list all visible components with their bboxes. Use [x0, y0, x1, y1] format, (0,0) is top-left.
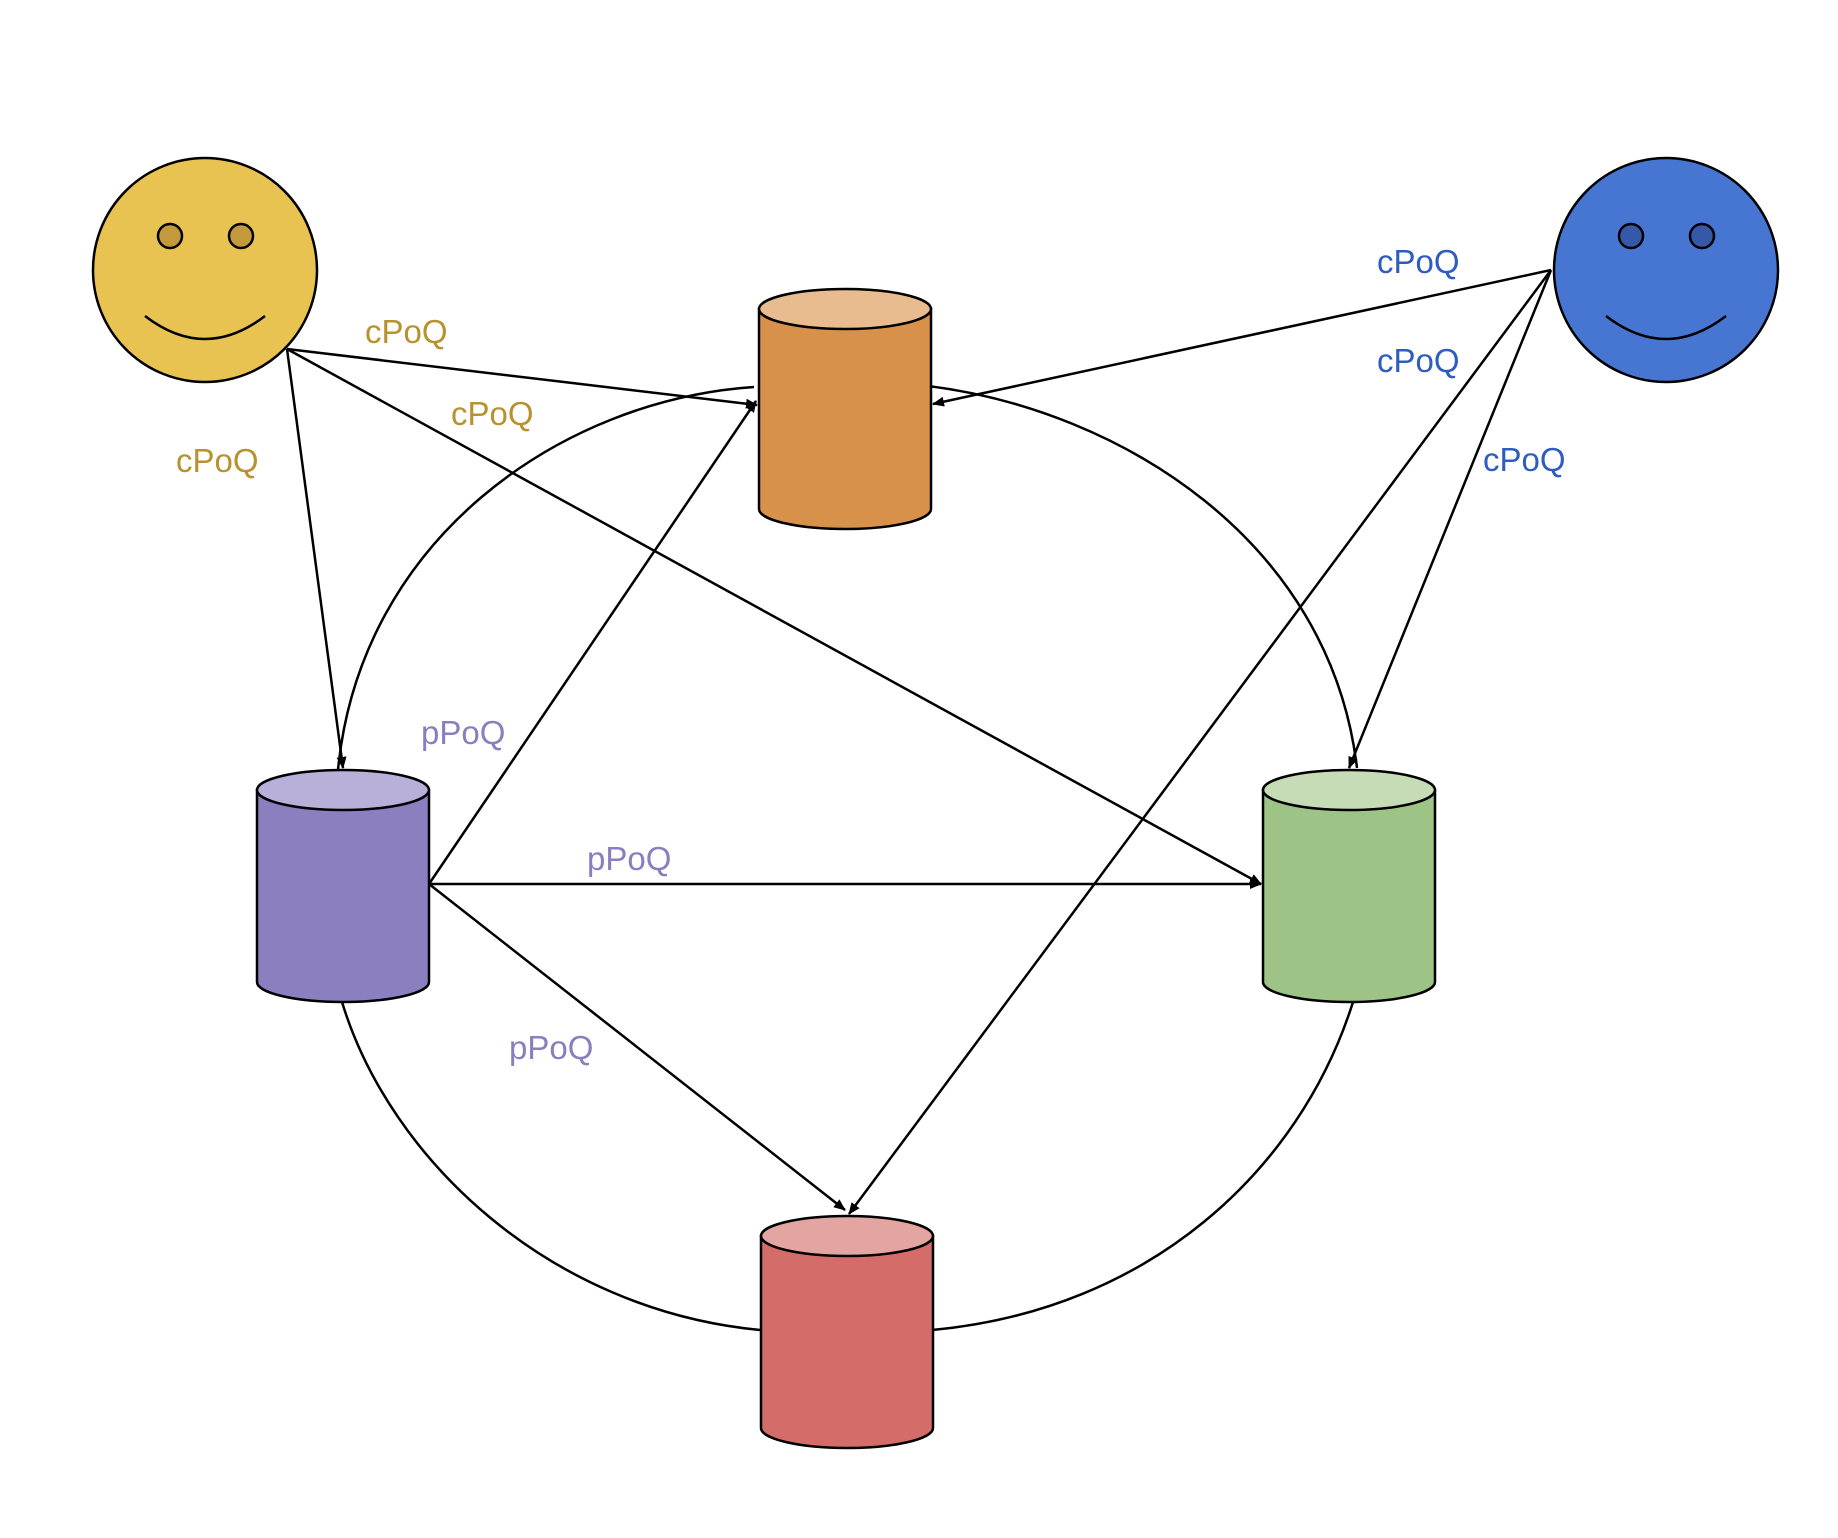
database-cylinder-icon [1261, 768, 1437, 1004]
label-client-b-to-db-bottom: cPoQ [1377, 342, 1460, 379]
label-db-left-to-db-right: pPoQ [587, 840, 671, 877]
label-client-a-to-db-left: cPoQ [176, 442, 259, 479]
edge-client-a-to-db-top[interactable] [286, 347, 758, 409]
client-b-face [1552, 156, 1780, 384]
db-left-body [255, 788, 431, 1004]
ring-arc-left-bottom [340, 1001, 761, 1332]
db-top-cap [757, 287, 933, 331]
edge-db-left-to-db-bottom[interactable] [428, 883, 846, 1211]
edge-client-b-to-db-right[interactable] [1347, 269, 1553, 769]
db-left-cap [255, 768, 431, 812]
client-a[interactable] [91, 156, 319, 384]
smiley-face-icon [91, 156, 319, 384]
label-client-b-to-db-right: cPoQ [1483, 441, 1566, 478]
database-right[interactable] [1261, 768, 1437, 1004]
edge-db-left-to-db-top[interactable] [427, 400, 758, 885]
client-a-smile [144, 315, 266, 341]
database-bottom[interactable] [759, 1214, 935, 1450]
db-bottom-body [759, 1234, 935, 1450]
edge-labels: cPoQ cPoQ cPoQ cPoQ cPoQ cPoQ pPoQ pPoQ … [176, 243, 1566, 1066]
ring-arc-right-bottom [931, 1001, 1355, 1332]
label-db-left-to-db-top: pPoQ [421, 714, 505, 751]
label-client-a-to-db-top: cPoQ [365, 313, 448, 350]
client-b-right-eye [1688, 222, 1716, 250]
client-a-face [91, 156, 319, 384]
edge-client-b-to-db-top[interactable] [932, 268, 1552, 407]
client-a-left-eye [156, 222, 184, 250]
database-left[interactable] [255, 768, 431, 1004]
database-cylinder-icon [757, 287, 933, 531]
smiley-face-icon [1552, 156, 1780, 384]
db-right-cap [1261, 768, 1437, 812]
label-db-left-to-db-bottom: pPoQ [509, 1029, 593, 1066]
db-right-body [1261, 788, 1437, 1004]
db-bottom-cap [759, 1214, 935, 1258]
database-cylinder-icon [759, 1214, 935, 1450]
query-edges [285, 268, 1553, 1215]
ring-arc-top-right [927, 384, 1359, 769]
database-top[interactable] [757, 287, 933, 531]
replication-ring [336, 384, 1359, 1332]
edge-client-b-to-db-bottom[interactable] [847, 269, 1553, 1215]
database-cylinder-icon [255, 768, 431, 1004]
edge-client-a-to-db-right[interactable] [286, 347, 1262, 886]
label-client-b-to-db-top: cPoQ [1377, 243, 1460, 280]
db-top-body [757, 307, 933, 531]
edge-client-a-to-db-left[interactable] [285, 348, 347, 769]
ring-arc-top-left [336, 385, 755, 771]
client-b[interactable] [1552, 156, 1780, 384]
client-b-smile [1605, 315, 1727, 341]
client-b-left-eye [1617, 222, 1645, 250]
client-a-right-eye [227, 222, 255, 250]
label-client-a-to-db-right: cPoQ [451, 395, 534, 432]
